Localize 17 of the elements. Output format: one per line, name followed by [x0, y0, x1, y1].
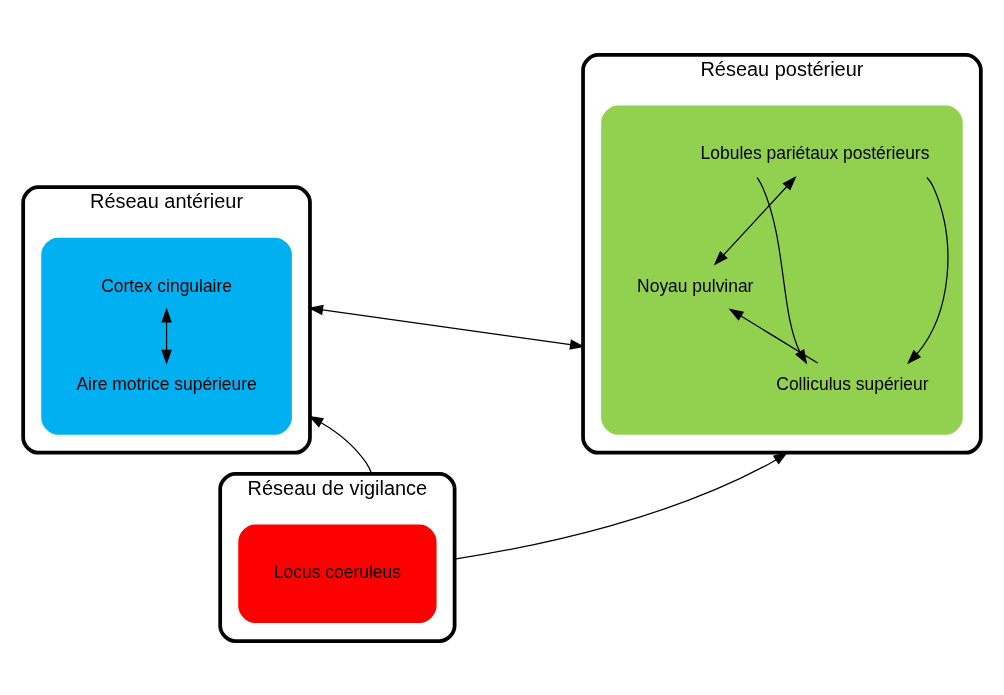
arrow — [454, 451, 789, 560]
arrow — [756, 176, 808, 365]
arrow — [907, 176, 949, 364]
node-text: Lobules pariétaux postérieurs — [700, 142, 930, 163]
arrow — [728, 307, 819, 364]
node-text: Noyau pulvinar — [637, 275, 754, 296]
arrow — [308, 415, 373, 475]
arrow — [161, 307, 172, 365]
node-text: Aire motrice supérieure — [76, 373, 257, 394]
arrow — [713, 175, 797, 266]
arrow — [308, 304, 585, 350]
cluster — [601, 104, 963, 435]
cluster — [238, 523, 437, 623]
node-text: Cortex cingulaire — [101, 275, 232, 296]
node-text: Colliculus supérieur — [776, 373, 929, 394]
cluster — [41, 237, 292, 435]
node-text: Locus coeruleus — [273, 561, 401, 582]
